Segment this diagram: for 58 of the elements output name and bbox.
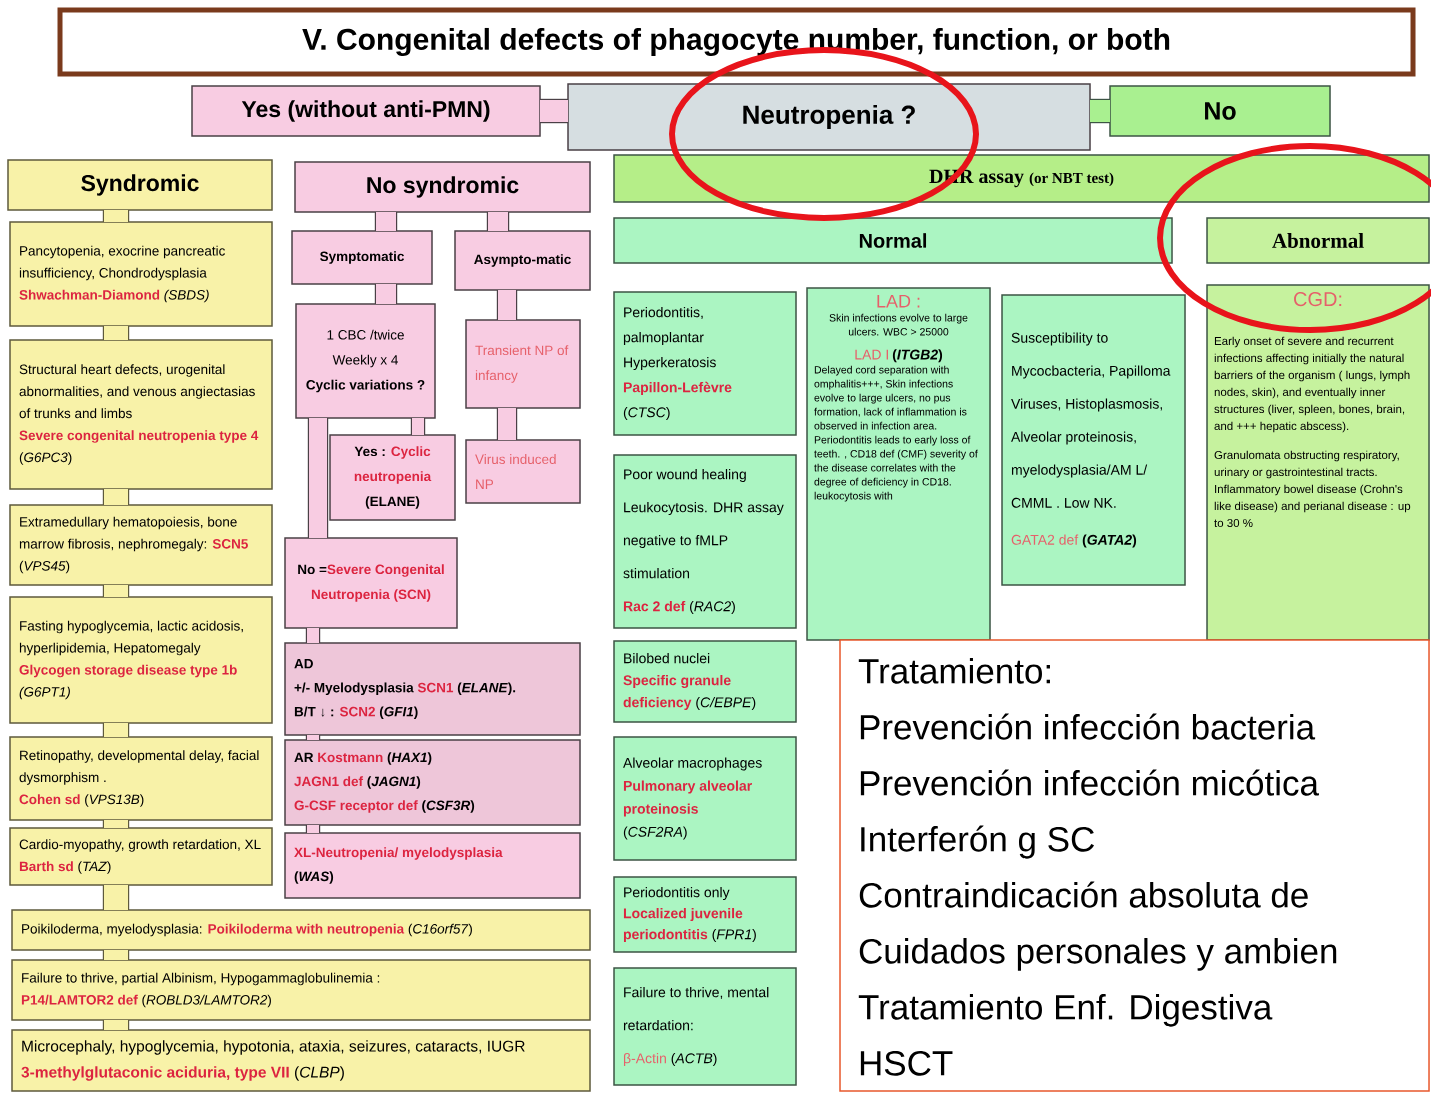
connector-bar [102, 489, 130, 505]
connector-bar [1090, 98, 1110, 124]
disease-box: Failure to thrive, mental retardation: β-Actin (ACTB) [613, 967, 797, 1086]
disease-box: Periodontitis, palmoplantar Hyperkeratosis Papillon-Lefèvre (CTSC) [613, 291, 797, 436]
connector-bar [410, 418, 426, 435]
disease-box: Yes : Cyclic neutropenia (ELANE) [329, 434, 456, 521]
title-banner: V. Congenital defects of phagocyte number, function, or both [57, 7, 1416, 77]
connector-bar [102, 326, 130, 340]
disease-box: Fasting hypoglycemia, lactic acidosis, hyperlipidemia, Hepatomegaly Glycogen storage disease type 1b (G6PT1) [9, 596, 273, 724]
disease-box: Periodontitis only Localized juvenile periodontitis (FPR1) [613, 876, 797, 953]
treatment-box: Tratamiento: Prevención infección bacteria Prevención infección micótica Interferón g SC Contraindicación absoluta de Cuidados personales y ambien Tratamiento Enf. Digestiva HSCT [839, 639, 1430, 1092]
disease-box: Extramedullary hematopoiesis, bone marrow fibrosis, nephromegaly: SCN5 (VPS45) [9, 504, 273, 586]
disease-box: Bilobed nuclei Specific granule deficiency (C/EBPE) [613, 640, 797, 723]
connector-bar [305, 628, 321, 643]
connector-bar [305, 825, 321, 833]
connector-bar [374, 212, 398, 231]
connector-bar [307, 418, 329, 538]
connector-bar [102, 820, 130, 828]
connector-bar [305, 735, 321, 740]
disease-box: AD +/- Myelodysplasia SCN1 (ELANE). B/T ↓ : SCN2 (GFI1) [284, 642, 581, 736]
result-box: Abnormal [1206, 217, 1430, 264]
connector-bar [102, 723, 130, 737]
disease-box: CGD: Early onset of severe and recurrent infections affecting initially the natural barriers of the organism ( lungs, lymph nodes, skin), and eventually inner structures (liver, spleen, bones, brain, and +++ hepatic abscess). Granulomata obstructing respiratory, urinary or gastrointestinal tracts. Inflammatory bowel disease (Crohn's like disease) and perianal disease : up to 30 % [1206, 284, 1430, 641]
category-box: Syndromic [7, 159, 273, 211]
connector-bar [102, 210, 130, 222]
decision-box: No [1109, 85, 1331, 137]
connector-bar [102, 585, 130, 597]
decision-box: Neutropenia ? [567, 83, 1091, 151]
disease-box: No =Severe Congenital Neutropenia (SCN) [284, 537, 458, 629]
decision-box: Yes (without anti-PMN) [191, 85, 541, 137]
connector-bar [374, 284, 398, 304]
disease-box: Cardio-myopathy, growth retardation, XL Barth sd (TAZ) [9, 827, 273, 886]
decision-box: 1 CBC /twice Weekly x 4 Cyclic variations ? [295, 303, 436, 419]
disease-box: LAD : Skin infections evolve to large ulcers. WBC > 25000 LAD I (ITGB2) Delayed cord separation with omphalitis+++, Skin infections evolve to large ulcers, no pus formation, lack of inflammation is observed in infection area. Periodontitis leads to early loss of teeth. , CD18 def (CMF) severity of the disease correlates with the degree of deficiency in CD18. leukocytosis with [806, 287, 991, 641]
disease-box: Transient NP of infancy [465, 319, 581, 409]
connector-bar [540, 98, 568, 124]
disease-box: XL-Neutropenia/ myelodysplasia (WAS) [284, 832, 581, 899]
disease-box: Microcephaly, hypoglycemia, hypotonia, ataxia, seizures, cataracts, IUGR 3-methylglutaconic aciduria, type VII (CLBP) [11, 1029, 591, 1092]
disease-box: Virus induced NP [465, 439, 581, 504]
disease-box: Susceptibility to Mycocbacteria, Papilloma Viruses, Histoplasmosis, Alveolar proteinosis, myelodysplasia/AM L/ CMML . Low NK. GATA2 def (GATA2) [1001, 294, 1186, 586]
result-box: Normal [613, 217, 1173, 264]
connector-bar [102, 950, 130, 960]
disease-box: Retinopathy, developmental delay, facial dysmorphism . Cohen sd (VPS13B) [9, 736, 273, 821]
category-box: Symptomatic [291, 230, 433, 285]
category-box: No syndromic [294, 161, 591, 213]
connector-bar [496, 290, 518, 320]
connector-bar [102, 1020, 130, 1030]
disease-box: Pancytopenia, exocrine pancreatic insufficiency, Chondrodysplasia Shwachman-Diamond (SBDS) [9, 221, 273, 327]
connector-bar [486, 212, 510, 231]
disease-box: AR Kostmann (HAX1) JAGN1 def (JAGN1) G-CSF receptor def (CSF3R) [284, 739, 581, 826]
disease-box: Failure to thrive, partial Albinism, Hypogammaglobulinemia : P14/LAMTOR2 def (ROBLD3/LAMTOR2) [11, 959, 591, 1021]
disease-box: Alveolar macrophages Pulmonary alveolar proteinosis (CSF2RA) [613, 736, 797, 861]
category-box: Asympto-matic [454, 230, 591, 291]
disease-box: Structural heart defects, urogenital abnormalities, and venous angiectasias of trunks and limbs Severe congenital neutropenia type 4 (G6PC3) [9, 339, 273, 490]
disease-box: Poikiloderma, myelodysplasia: Poikiloderma with neutropenia (C16orf57) [11, 909, 591, 951]
disease-box: Poor wound healing Leukocytosis. DHR assay negative to fMLP stimulation Rac 2 def (RAC2) [613, 454, 797, 629]
connector-bar [496, 408, 518, 440]
connector-bar [102, 885, 130, 910]
